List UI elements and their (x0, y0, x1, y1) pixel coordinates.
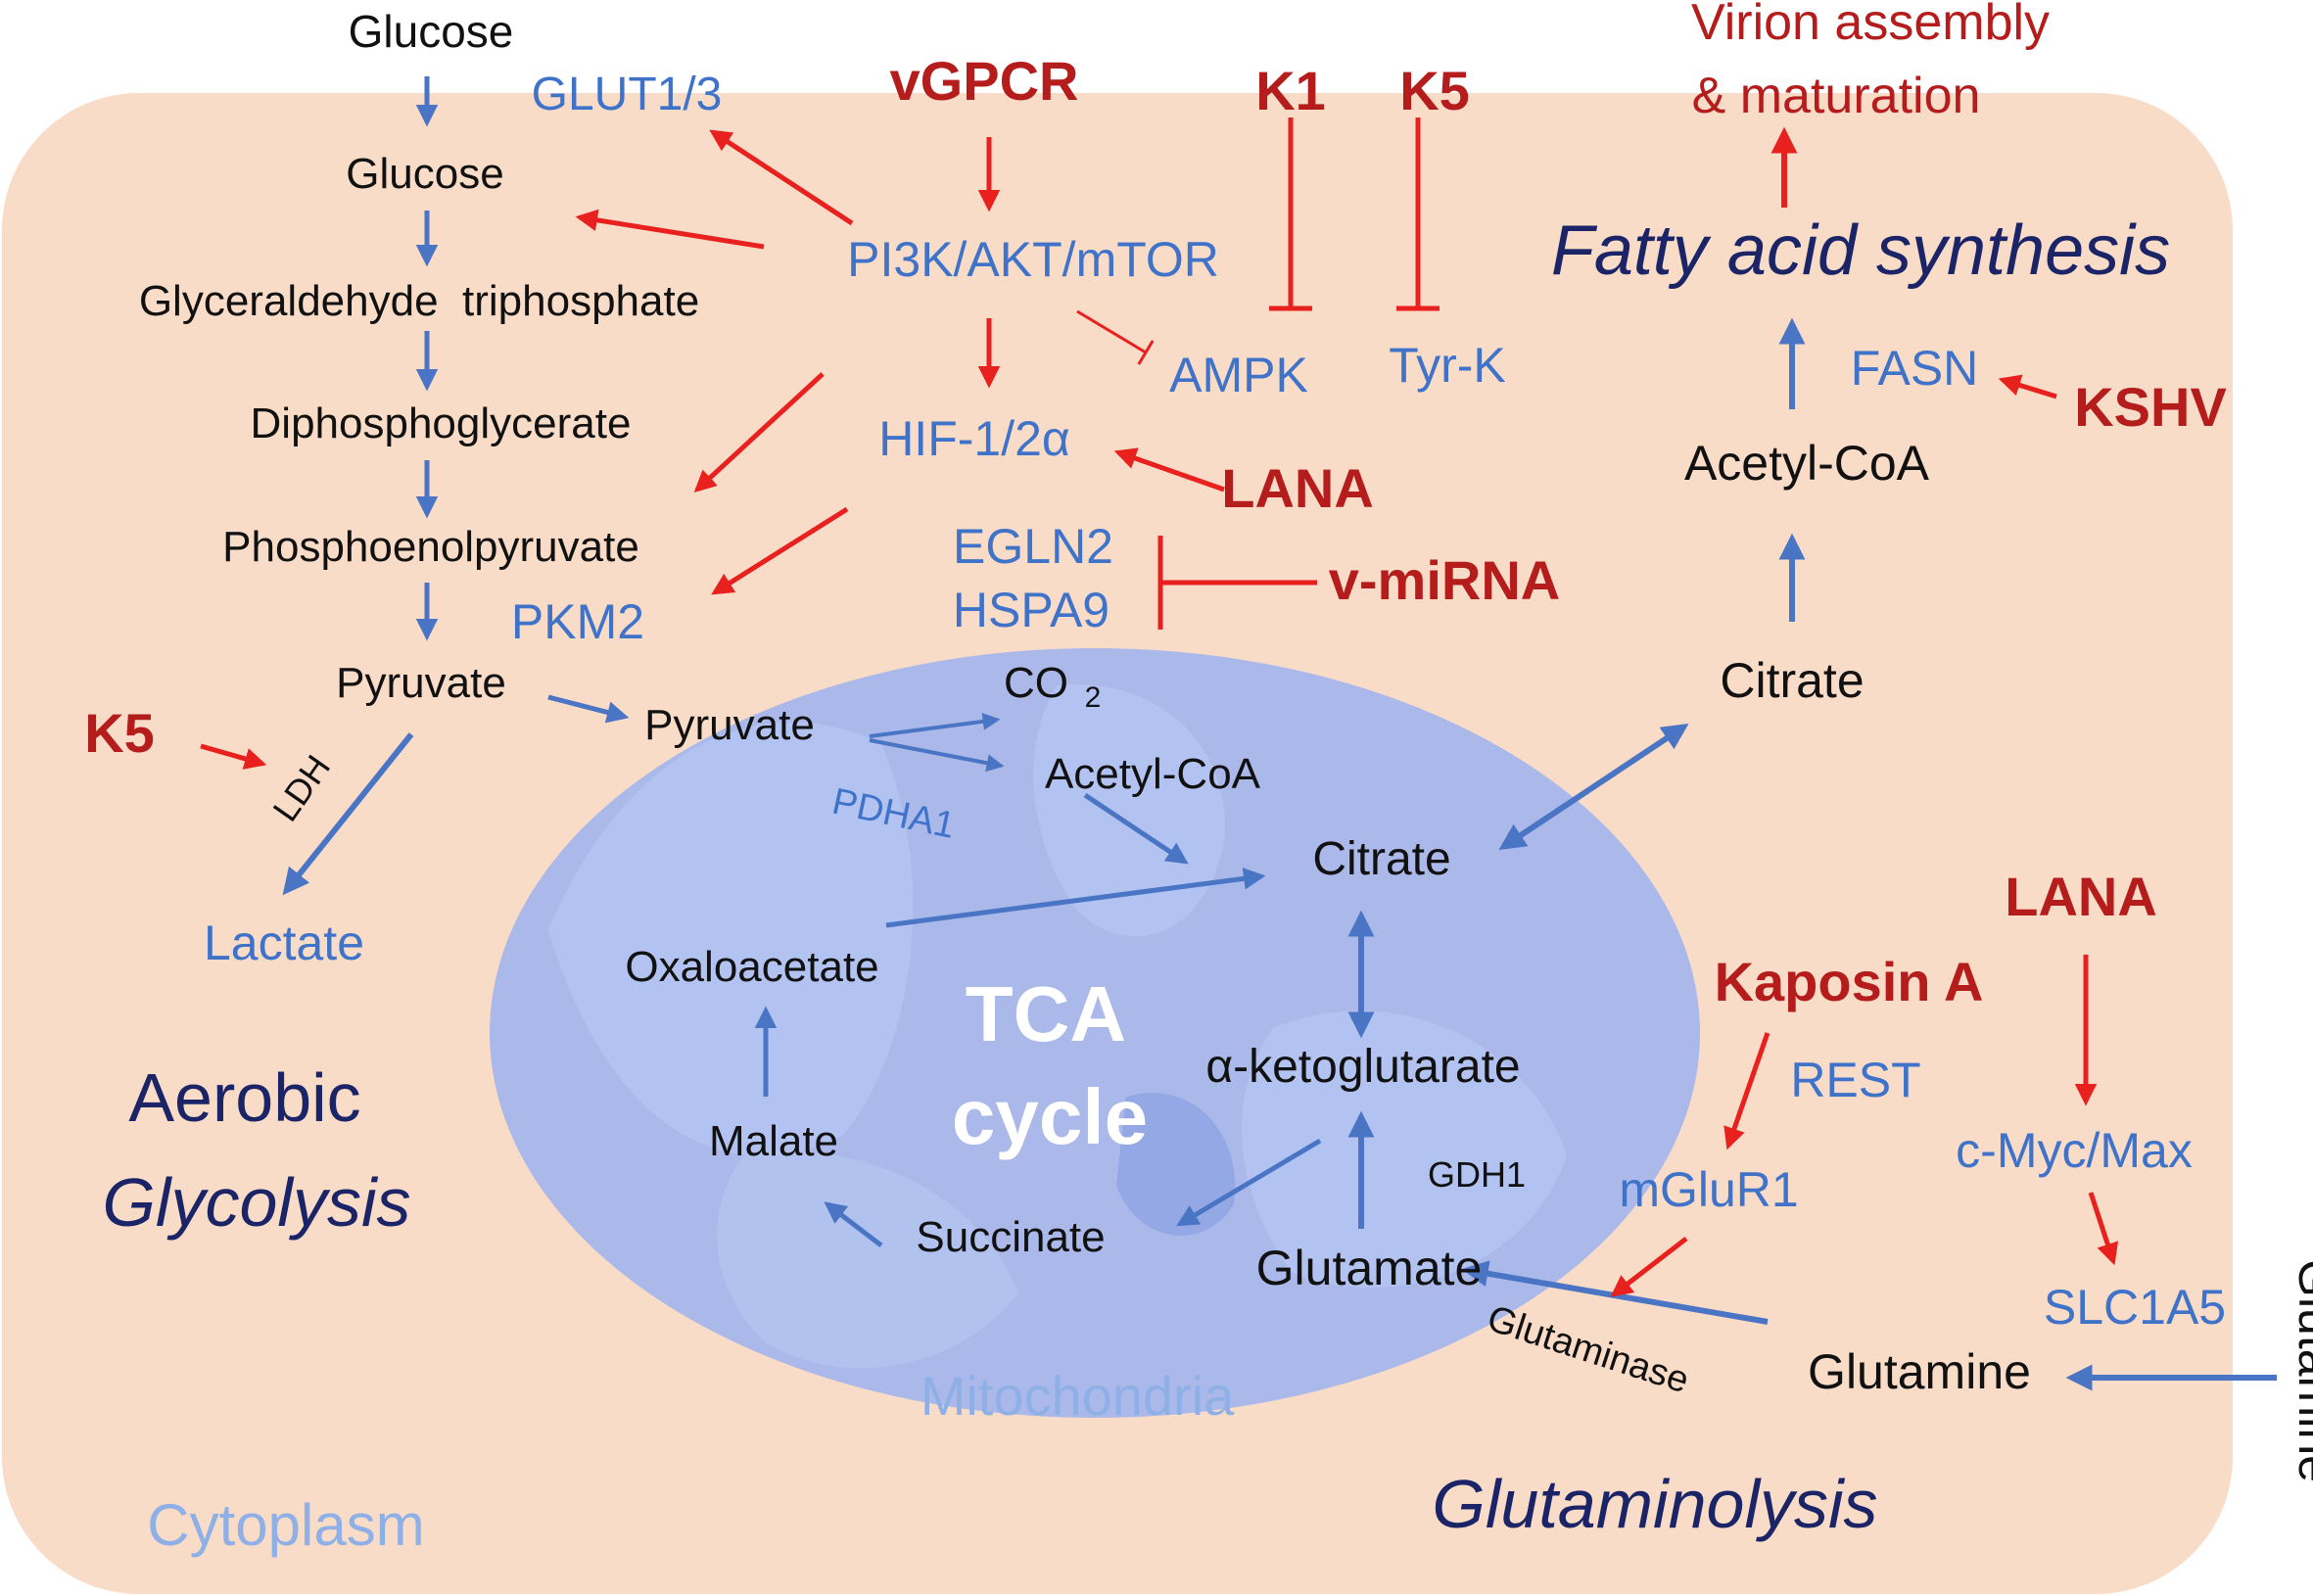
gdh1-label: GDH1 (1428, 1154, 1526, 1195)
k5-left-label: K5 (84, 702, 155, 764)
citrate-mito-label: Citrate (1312, 833, 1450, 885)
ampk-label: AMPK (1169, 348, 1308, 402)
arrow-oaa-citrate (885, 868, 1266, 928)
glutaminolysis-title: Glutaminolysis (1432, 1466, 1877, 1542)
egln2-label: EGLN2 (953, 519, 1113, 574)
aerobic-title: Aerobic (128, 1059, 360, 1136)
glutamine-external-label: Glutamine (2289, 1259, 2313, 1482)
glucose-internal-label: Glucose (346, 150, 503, 198)
succinate-label: Succinate (916, 1213, 1105, 1261)
arrow-pyruvate-transport (547, 694, 630, 724)
arrow-citrate-export (1498, 724, 1689, 850)
dpg-label: Diphosphoglycerate (251, 399, 632, 447)
kaposin-label: Kaposin A (1715, 951, 1984, 1012)
glutamate-label: Glutamate (1256, 1241, 1483, 1295)
lana-mid-label: LANA (1221, 457, 1374, 519)
fasn-label: FASN (1851, 341, 1979, 396)
arrow-hif-pkm2 (711, 506, 849, 595)
g3p-label: Glyceraldehyde triphosphate (139, 277, 699, 325)
arrow-lana-hif (1113, 447, 1225, 493)
malate-label: Malate (709, 1117, 838, 1165)
glut-label: GLUT1/3 (532, 69, 723, 120)
arrow-cmyc-slc1a5 (2088, 1192, 2119, 1266)
k1-label: K1 (1255, 60, 1326, 121)
pep-label: Phosphoenolpyruvate (222, 523, 639, 571)
glycolysis-title: Glycolysis (102, 1164, 410, 1241)
cmyc-label: c-Myc/Max (1956, 1123, 2193, 1178)
hspa9-label: HSPA9 (953, 583, 1109, 637)
fatty-acid-title: Fatty acid synthesis (1551, 211, 2170, 290)
acetyl-coa-cyto-label: Acetyl-CoA (1684, 436, 1930, 491)
lactate-label: Lactate (204, 915, 364, 970)
arrow-k5-ldh (200, 743, 267, 770)
hif-label: HIF-1/2α (878, 411, 1070, 466)
co2-label: CO (1004, 659, 1068, 707)
arrow-hif-pep (693, 372, 825, 493)
lana-right-label: LANA (2005, 866, 2157, 927)
glucose-external-label: Glucose (349, 6, 514, 57)
acetyl-coa-mito-label: Acetyl-CoA (1045, 750, 1261, 798)
inhibit-pi3k-ampk-bar (1137, 340, 1155, 365)
arrow-pyruvate-acetylcoa (869, 738, 1005, 773)
arrow-kaposin-mglur1 (1723, 1032, 1770, 1150)
pyruvate-cyto-label: Pyruvate (336, 659, 506, 707)
tyrk-label: Tyr-K (1389, 338, 1505, 393)
oxaloacetate-label: Oxaloacetate (625, 943, 878, 991)
mitochondria-label: Mitochondria (920, 1365, 1235, 1427)
tca-label-line2: cycle (952, 1073, 1148, 1160)
tca-label-line1: TCA (966, 970, 1126, 1057)
pyruvate-mito-label: Pyruvate (644, 701, 815, 749)
kshv-label: KSHV (2074, 376, 2227, 438)
arrow-pyruvate-lactate (282, 732, 414, 896)
pi3k-label: PI3K/AKT/mTOR (847, 232, 1219, 287)
arrows-layer (200, 76, 2277, 1391)
virion-line2: & maturation (1692, 68, 1981, 124)
rest-label: REST (1790, 1053, 1920, 1107)
arrow-pi3k-glut (709, 129, 854, 226)
arrow-akg-succinate (1176, 1138, 1322, 1227)
slc1a5-label: SLC1A5 (2044, 1280, 2226, 1335)
arrow-pyruvate-co2 (869, 712, 1001, 738)
glutamine-cyto-label: Glutamine (1808, 1344, 2031, 1399)
k5-top-label: K5 (1399, 60, 1470, 121)
pkm2-label: PKM2 (511, 594, 644, 649)
arrow-succinate-malate (824, 1201, 883, 1247)
citrate-cyto-label: Citrate (1720, 653, 1864, 708)
virion-line1: Virion assembly (1691, 0, 2050, 51)
co2-subscript: 2 (1085, 681, 1102, 714)
arrow-acetylcoa-citrate (1083, 792, 1189, 865)
vmirna-label: v-miRNA (1329, 549, 1560, 611)
akg-label: α-ketoglutarate (1205, 1041, 1520, 1093)
arrow-pi3k-glycolysis (575, 209, 765, 250)
cytoplasm-label: Cytoplasm (147, 1492, 424, 1558)
mglur1-label: mGluR1 (1619, 1162, 1798, 1217)
arrow-kshv-fasn (1998, 374, 2057, 399)
arrow-mglur1-glutamate (1610, 1237, 1688, 1297)
vgpcr-label: vGPCR (890, 50, 1079, 112)
mitochondrion (490, 648, 1700, 1418)
inhibit-pi3k-ampk (1076, 309, 1147, 354)
